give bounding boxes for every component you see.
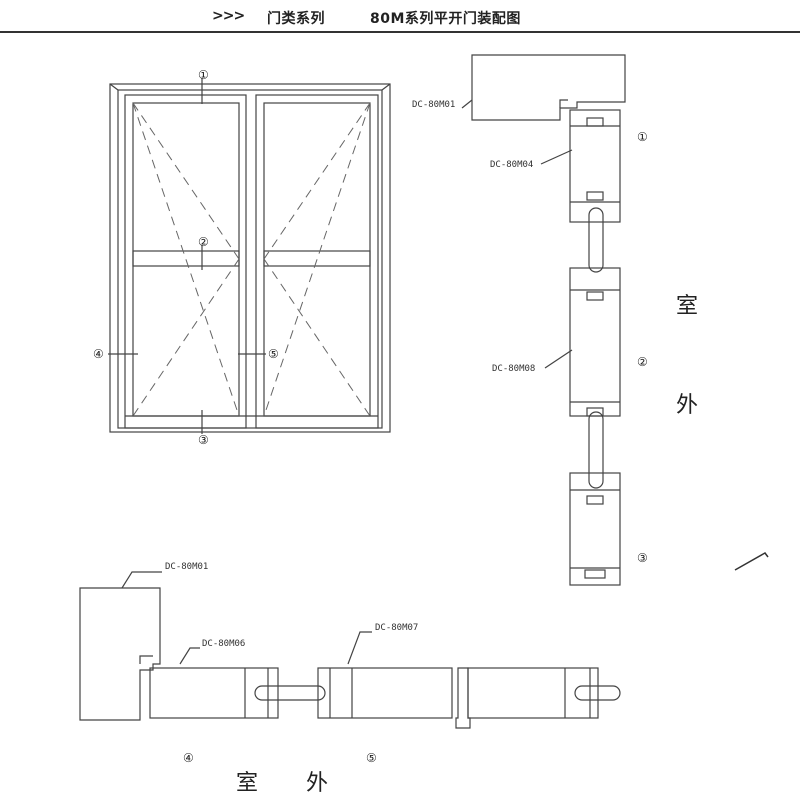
section-marker-3: ③ <box>637 551 648 565</box>
opening-indicator <box>132 102 371 417</box>
meeting-stile-right <box>467 667 599 719</box>
header-title: 80M系列平开门装配图 <box>370 11 521 27</box>
header-series: 门类系列 <box>267 11 325 27</box>
marker-3: ③ <box>198 433 209 447</box>
marker-5: ⑤ <box>268 347 279 361</box>
glass-pane-right <box>574 685 621 701</box>
vertical-section <box>461 54 626 586</box>
vertical-section-labels: DC-80M01 DC-80M04 DC-80M08 ① ② ③ 室 外 <box>412 100 698 565</box>
right-mid-rail <box>263 250 371 267</box>
section-marker-1: ① <box>637 130 648 144</box>
glass-pane-upper <box>588 207 604 273</box>
stray-mark <box>734 552 769 571</box>
label-sash-side: DC-80M06 <box>202 639 245 649</box>
marker-4: ④ <box>93 347 104 361</box>
elevation-markers: ① ② ③ ④ ⑤ <box>93 68 279 447</box>
section-marker-4: ④ <box>183 751 194 765</box>
outdoor-label-2: 外 <box>676 393 698 418</box>
glass-pane-left <box>254 685 326 701</box>
label-frame-top: DC-80M01 <box>412 100 455 110</box>
left-leaf <box>124 94 247 429</box>
horizontal-section-labels: DC-80M01 DC-80M06 DC-80M07 ④ ⑤ 室 外 <box>165 562 418 796</box>
label-frame-side: DC-80M01 <box>165 562 208 572</box>
outdoor-bottom-label-2: 外 <box>306 771 328 796</box>
outdoor-label-1: 室 <box>676 294 698 319</box>
outdoor-bottom-label-1: 室 <box>236 771 258 796</box>
bottom-rail-profile <box>569 472 621 586</box>
marker-1: ① <box>198 68 209 82</box>
section-marker-5: ⑤ <box>366 751 377 765</box>
marker-2: ② <box>198 235 209 249</box>
page-header: >>> 门类系列 80M系列平开门装配图 <box>0 0 800 34</box>
inner-frame <box>117 89 383 429</box>
sash-top-profile <box>569 109 621 223</box>
door-elevation <box>108 78 391 434</box>
top-frame-profile <box>471 54 626 121</box>
header-rule <box>0 31 800 33</box>
label-mid-rail: DC-80M08 <box>492 364 535 374</box>
section-marker-2: ② <box>637 355 648 369</box>
right-leaf <box>255 94 379 429</box>
side-sash-profile <box>149 667 279 719</box>
glass-pane-lower <box>588 411 604 489</box>
horizontal-section <box>79 571 621 729</box>
header-arrows: >>> <box>212 8 245 24</box>
meeting-stile-left <box>317 667 453 719</box>
label-meeting-stile: DC-80M07 <box>375 623 418 633</box>
label-sash-top: DC-80M04 <box>490 160 533 170</box>
outer-frame <box>109 83 391 433</box>
left-mid-rail <box>132 250 240 267</box>
side-frame-profile <box>79 587 161 721</box>
